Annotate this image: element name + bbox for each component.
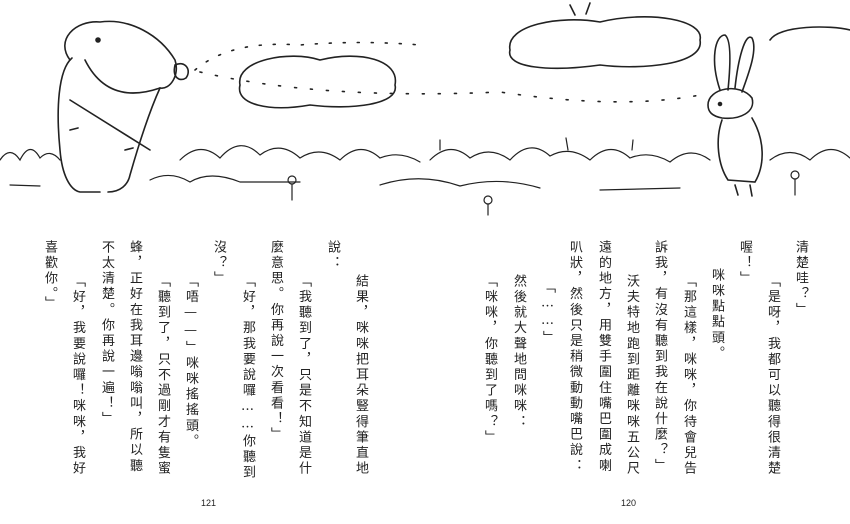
text-column: 沃夫特地跑到距離咪咪五公尺 — [624, 274, 639, 477]
text-column: 「咪咪，你聽到了嗎？」 — [482, 274, 497, 446]
text-column: 喜歡你。」 — [42, 240, 57, 312]
text-column: 叭狀，然後只是稍微動動嘴巴說： — [567, 240, 582, 474]
text-column: 「聽到了，只不過剛才有隻蜜 — [155, 274, 170, 477]
text-column: 「……」 — [540, 280, 555, 347]
text-column: 蜂，正好在我耳邊嗡嗡叫，所以聽 — [127, 240, 142, 474]
rabbit-figure — [707, 34, 763, 197]
text-column: 「我聽到了，只是不知道是什 — [296, 274, 311, 477]
text-column: 「那這樣，咪咪，你待會兒告 — [681, 274, 696, 477]
text-column: 結果，咪咪把耳朵豎得筆直地 — [353, 274, 368, 477]
text-column: 「唔——」咪咪搖搖頭。 — [183, 274, 198, 450]
text-column: 「是呀，我都可以聽得很清楚 — [765, 274, 780, 477]
bear-figure — [57, 20, 190, 193]
text-column: 說： — [325, 240, 340, 272]
text-column: 喔！」 — [737, 240, 752, 287]
grass-ground — [0, 137, 850, 216]
text-column: 然後就大聲地問咪咪： — [511, 274, 526, 430]
text-column: 清楚哇？」 — [793, 240, 808, 318]
text-column: 「好，那我要說囉……你聽到 — [240, 274, 255, 481]
page-number-left: 121 — [201, 498, 217, 508]
text-column: 咪咪點點頭。 — [709, 268, 724, 362]
text-column: 麼意思。你再說一次看看！」 — [268, 240, 283, 443]
text-column: 「好，我要說囉！咪咪，我好 — [70, 274, 85, 477]
text-column: 訴我，有沒有聽到我在說什麼？」 — [652, 240, 667, 474]
text-column: 沒？」 — [211, 240, 226, 287]
text-column: 不太清楚。你再說一遍！」 — [99, 240, 114, 428]
illustration-bear-rabbit-clouds — [0, 2, 850, 216]
page-number-right: 120 — [621, 498, 637, 508]
clouds — [194, 2, 850, 109]
text-column: 遠的地方，用雙手圍住嘴巴圍成喇 — [596, 240, 611, 474]
